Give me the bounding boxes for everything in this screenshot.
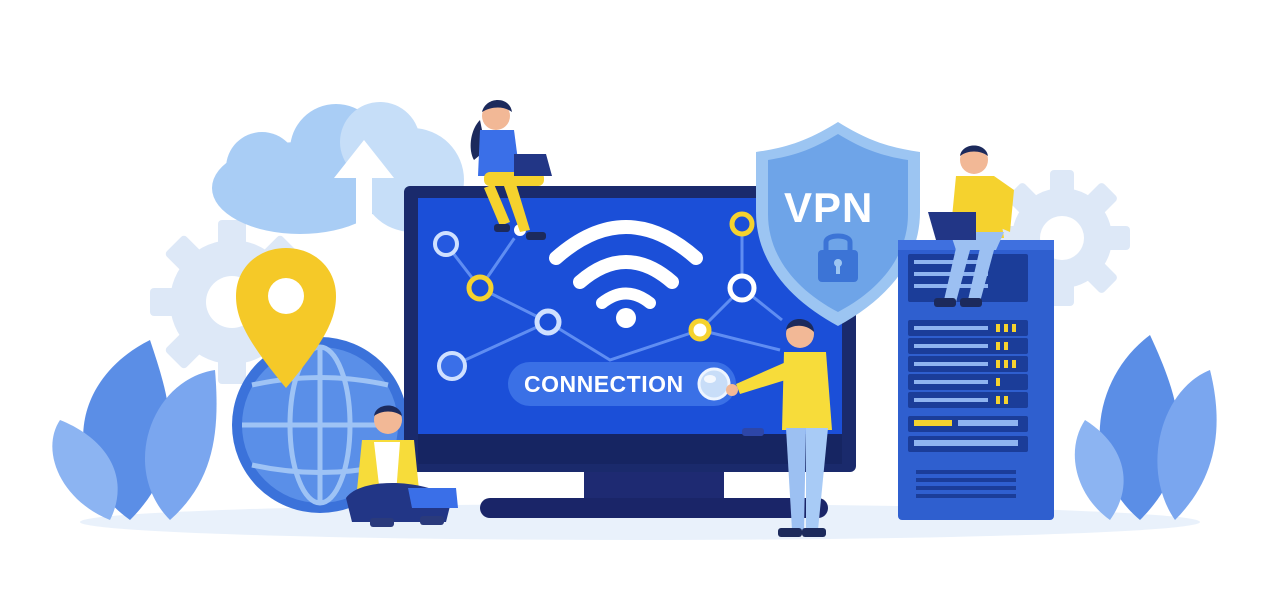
person-man-pointing [726,318,832,537]
vpn-label: VPN [784,184,873,231]
vpn-shield-icon: VPN [756,122,920,326]
person-woman-laptop [470,100,552,240]
toggle-knob [697,367,731,401]
lock-icon [818,233,858,282]
plant-right [1074,335,1217,520]
server-rack [898,240,1054,520]
network-node [727,273,757,303]
network-node [534,308,562,336]
network-node [729,211,755,237]
location-pin-icon [236,248,336,388]
wifi-icon [549,220,703,328]
person-man-laptop [928,145,1014,307]
network-node [433,231,459,257]
network-nodes [433,211,757,381]
network-node [466,274,494,302]
network-node [437,351,467,381]
person-man-sitting-laptop [346,405,458,527]
server-unit-list [908,260,1028,498]
connection-button[interactable]: CONNECTION [508,362,736,406]
connection-label: CONNECTION [524,371,684,397]
plant-left [52,340,217,520]
cloud-upload-icon [212,102,464,234]
network-node [688,318,712,342]
